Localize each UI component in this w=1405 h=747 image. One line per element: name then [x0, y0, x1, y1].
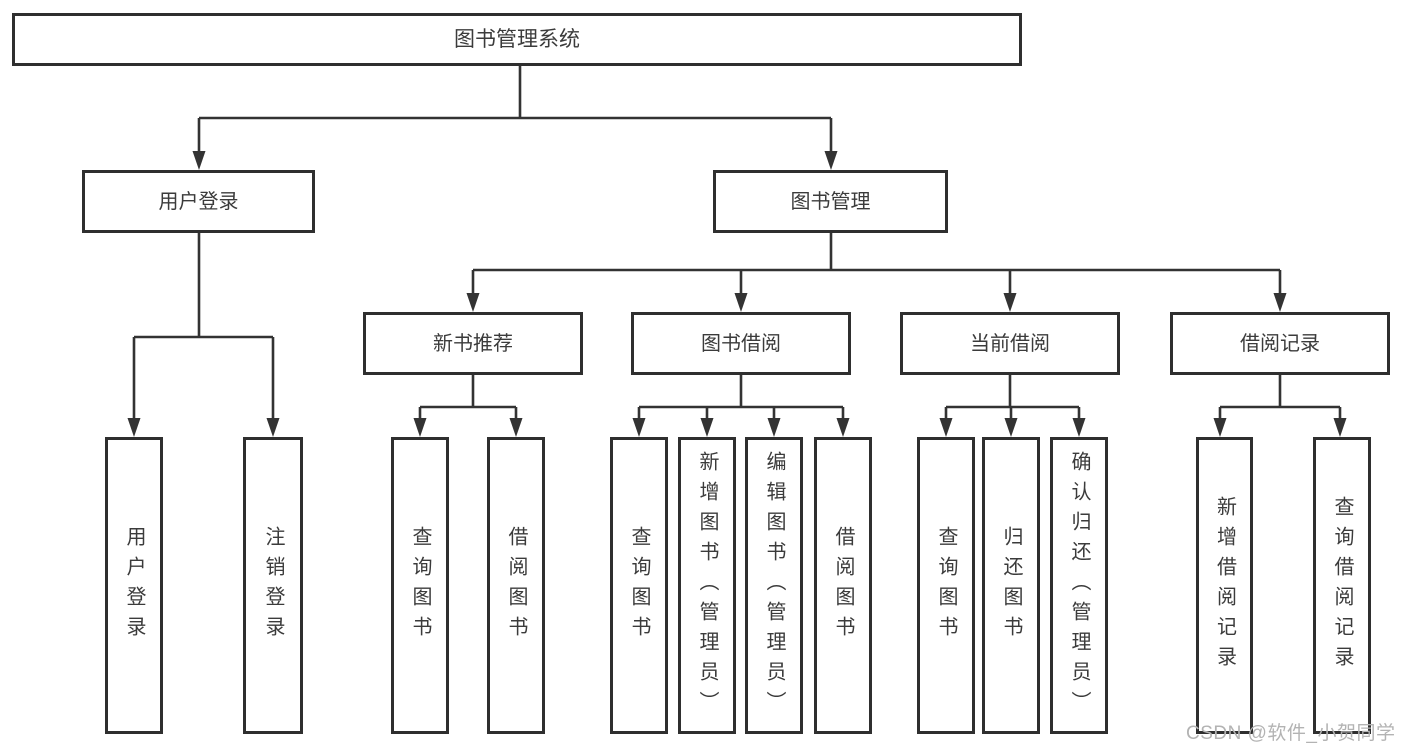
leaf-newbook-borrow-books: 借阅图书 — [487, 437, 545, 734]
leaf-borrow-borrow-books: 借阅图书 — [814, 437, 872, 734]
connector-new-book-recommend — [418, 375, 518, 420]
csdn-watermark: CSDN @软件_小贺同学 — [1186, 723, 1396, 744]
node-book-management: 图书管理 — [713, 170, 948, 233]
leaf-current-return-books: 归还图书 — [982, 437, 1040, 734]
node-borrow-record: 借阅记录 — [1170, 312, 1390, 375]
connector-current-borrow — [944, 375, 1081, 420]
connector-borrow-record — [1218, 375, 1342, 420]
leaf-current-confirm-return-admin: 确认归还（管理员） — [1050, 437, 1108, 734]
node-new-book-recommend: 新书推荐 — [363, 312, 583, 375]
leaf-borrow-add-books-admin: 新增图书（管理员） — [678, 437, 736, 734]
leaf-logout: 注销登录 — [243, 437, 303, 734]
leaf-user-login: 用户登录 — [105, 437, 163, 734]
node-book-borrow: 图书借阅 — [631, 312, 851, 375]
node-current-borrow: 当前借阅 — [900, 312, 1120, 375]
connector-root — [197, 66, 833, 152]
node-root: 图书管理系统 — [12, 13, 1022, 66]
node-user-login: 用户登录 — [82, 170, 315, 233]
connector-book-management — [471, 233, 1282, 294]
leaf-record-add-borrow-record: 新增借阅记录 — [1196, 437, 1253, 734]
leaf-record-query-borrow-record: 查询借阅记录 — [1313, 437, 1371, 734]
leaf-newbook-query-books: 查询图书 — [391, 437, 449, 734]
leaf-current-query-books: 查询图书 — [917, 437, 975, 734]
leaf-borrow-query-books: 查询图书 — [610, 437, 668, 734]
connector-user-login — [132, 233, 275, 420]
connector-book-borrow — [637, 375, 845, 420]
leaf-borrow-edit-books-admin: 编辑图书（管理员） — [745, 437, 803, 734]
